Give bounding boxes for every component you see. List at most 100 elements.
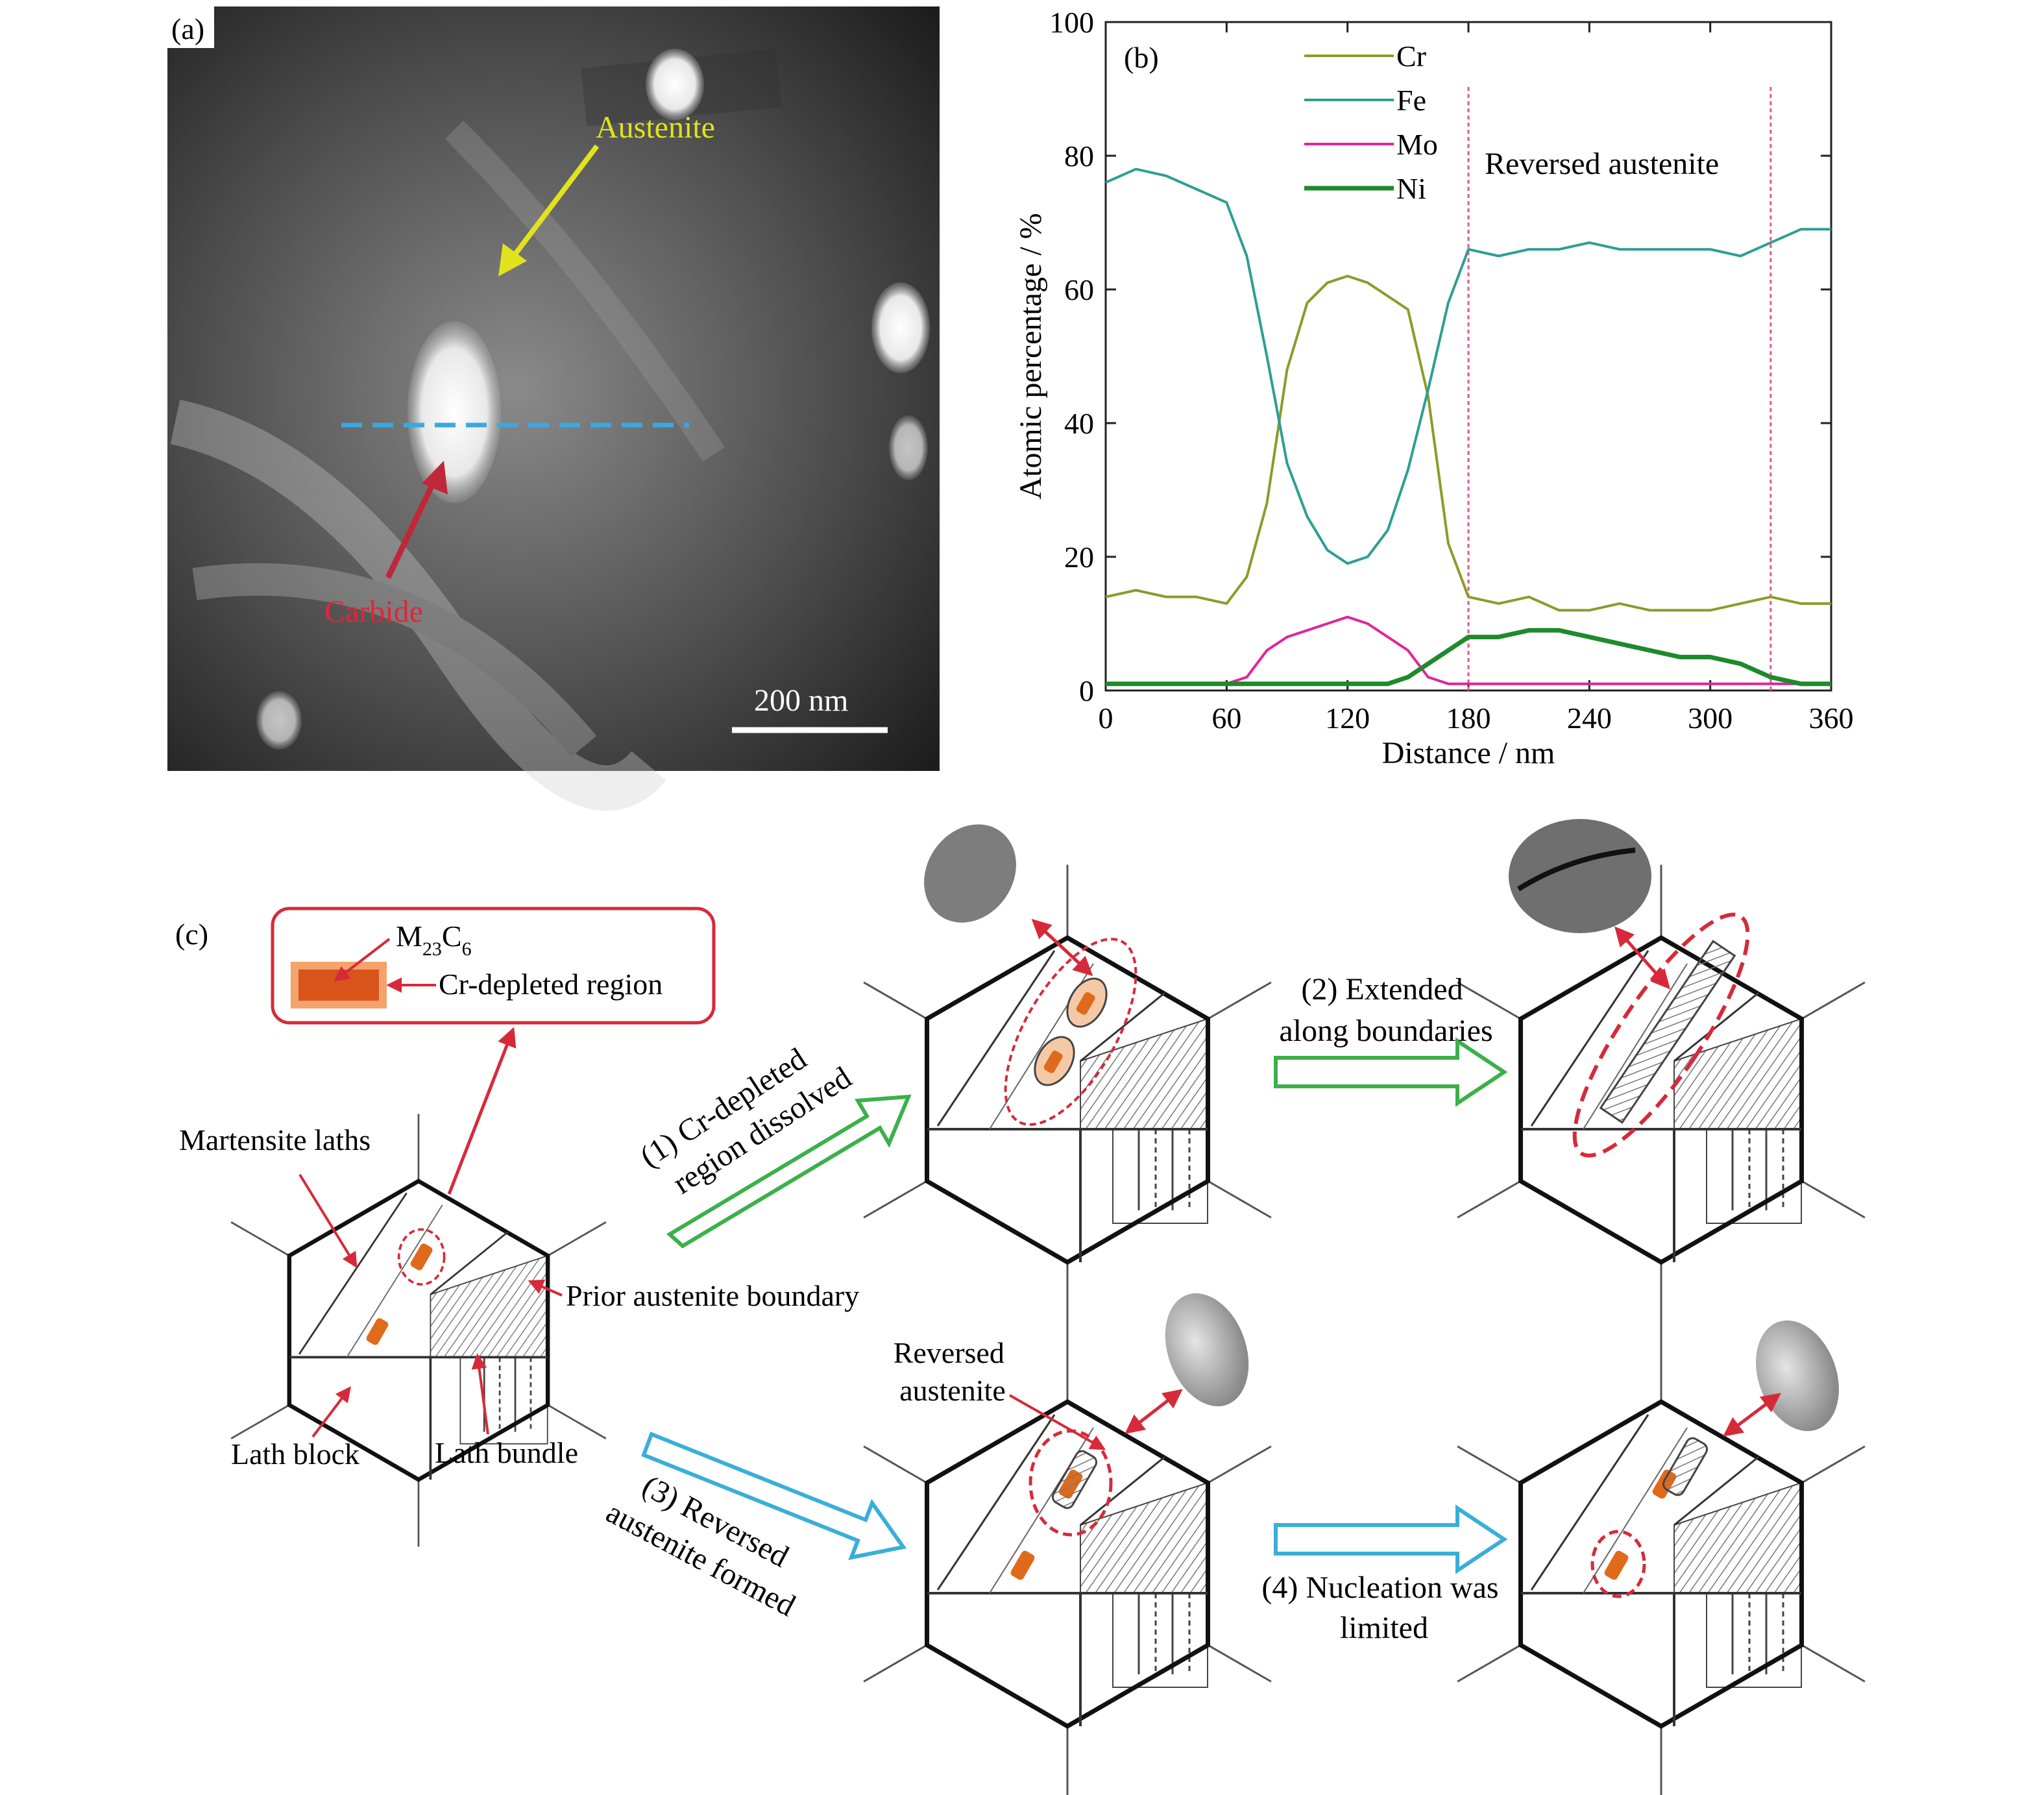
grain-boundary-spoke (1801, 1445, 1866, 1484)
y-tick-label: 20 (1064, 541, 1094, 574)
extended-depleted-band (1599, 940, 1736, 1124)
x-tick-label: 180 (1446, 702, 1491, 735)
austenite-arrow-head (498, 243, 527, 276)
panel-a: (a) Austenite Carbide 200 nm (167, 6, 940, 811)
grain-boundary-spoke (1207, 1644, 1272, 1683)
reversed-line2: austenite (899, 1374, 1006, 1407)
m23c6-c: C (442, 920, 462, 953)
grain-boundary-spoke (1457, 1445, 1522, 1484)
grain-boundary-spoke (1207, 981, 1272, 1020)
crack-mark (1516, 848, 1636, 892)
martensite-lath-line (936, 1414, 1056, 1591)
series-line-mo (1106, 615, 1831, 685)
martensite-lath-line (1673, 1456, 1759, 1526)
highlight-circle (1590, 1530, 1646, 1598)
prior-austenite-grain (1518, 934, 1805, 1265)
m23c6-legend-label: M23C6 (396, 920, 472, 960)
prior-boundary-pointer (528, 1279, 563, 1297)
lath-block-label: Lath block (231, 1437, 359, 1471)
x-tick-label: 60 (1211, 702, 1241, 735)
martensite-lath-line (430, 1231, 509, 1295)
carbide-arrow-head (422, 461, 448, 495)
martensite-lath-line (1583, 1427, 1688, 1594)
legend-label-fe: Fe (1396, 84, 1426, 117)
grain-boundary-spoke (1457, 1644, 1522, 1683)
martensite-lath-line (936, 950, 1056, 1127)
x-tick-label: 360 (1809, 702, 1854, 735)
micrograph-disc (924, 824, 1016, 923)
carbide-m23c6 (1043, 1050, 1063, 1073)
series-group (1105, 167, 1831, 687)
scale-bar-label: 200 nm (754, 683, 848, 718)
carbide-m23c6 (366, 1318, 389, 1345)
martensite-laths-label: Martensite laths (179, 1123, 371, 1156)
grain-boundary-spoke (1801, 1644, 1866, 1683)
martensite-lath-line (1080, 992, 1165, 1062)
grain-boundary-spoke (1457, 981, 1522, 1020)
carbide-m23c6 (1010, 1550, 1035, 1580)
highlight-ellipse (1572, 912, 1750, 1158)
legend-label-cr: Cr (1396, 40, 1426, 73)
grain-boundary-spoke (1801, 1180, 1866, 1219)
panel-a-label: (a) (171, 12, 204, 45)
reversed-austenite-region (1662, 1437, 1709, 1496)
reversed-austenite-annotation: Reversed austenite (1485, 147, 1719, 181)
grain-boundary-spoke (547, 1404, 607, 1439)
grain-hexagon-step4 (1457, 1328, 1866, 1795)
grain-boundary-spoke (863, 981, 928, 1020)
micrograph-disc (1756, 1320, 1839, 1432)
lath-bundle-pointer (471, 1353, 489, 1435)
micrograph-disc (1165, 1293, 1249, 1407)
x-tick-label: 120 (1325, 702, 1370, 735)
step3-arrow (641, 1432, 907, 1561)
lath-hatched-region (1673, 1018, 1802, 1130)
step2-label: (2) Extended along boundaries (1279, 972, 1492, 1048)
carbide-label: Carbide (324, 594, 423, 629)
step3-label: (3) Reversed austenite formed (601, 1459, 820, 1623)
panel-c-label: (c) (175, 918, 208, 951)
legend-link-arrow (447, 1027, 517, 1195)
step4-line1: (4) Nucleation was (1261, 1570, 1498, 1605)
prior-austenite-grain (1518, 1398, 1805, 1729)
y-tick-label: 60 (1064, 273, 1094, 306)
disc-link-arrow (1125, 1389, 1183, 1434)
austenite-arrow (504, 144, 600, 268)
y-tick-label: 80 (1064, 140, 1094, 173)
grain-hexagon-step3 (863, 1328, 1272, 1795)
tem-image (167, 6, 940, 771)
label-bg (167, 6, 214, 48)
m23c6-sub2: 6 (462, 938, 472, 960)
tem-texture (170, 49, 782, 811)
step1-label: (1) Cr-depleted region dissolved (634, 1027, 857, 1208)
disc-link-arrow (1614, 926, 1670, 990)
prior-austenite-grain (924, 934, 1211, 1265)
x-tick-label: 240 (1567, 702, 1612, 735)
x-tick-label: 300 (1688, 702, 1733, 735)
disc-link-arrow (1723, 1393, 1781, 1437)
grain-boundary-spoke (863, 1644, 928, 1683)
bright-particle (871, 282, 930, 373)
reversed-austenite-pointer (1009, 1394, 1106, 1450)
highlight-circle (397, 1228, 446, 1286)
martensite-pointer (298, 1173, 358, 1269)
m23c6-swatch (298, 970, 379, 1001)
martensite-lath-line (1530, 1414, 1649, 1591)
grain-hexagon-initial (230, 1114, 607, 1547)
prior-austenite-grain (287, 1178, 550, 1482)
lath-block-pointer (311, 1386, 351, 1438)
grain-hexagon-step2 (1457, 864, 1866, 1336)
step2-line1: (2) Extended (1301, 972, 1463, 1007)
m23c6-sub1: 23 (422, 938, 442, 960)
panel-b-label: (b) (1124, 41, 1159, 74)
lath-hatched-region (1080, 1482, 1208, 1594)
bright-particle (256, 691, 302, 750)
m23c6-m: M (396, 920, 422, 953)
y-axis-label: Atomic percentage / % (1014, 213, 1048, 499)
reversed-line1: Reversed (894, 1336, 1004, 1369)
lath-hatched-region (1673, 1482, 1802, 1594)
martensite-lath-line (298, 1192, 408, 1355)
